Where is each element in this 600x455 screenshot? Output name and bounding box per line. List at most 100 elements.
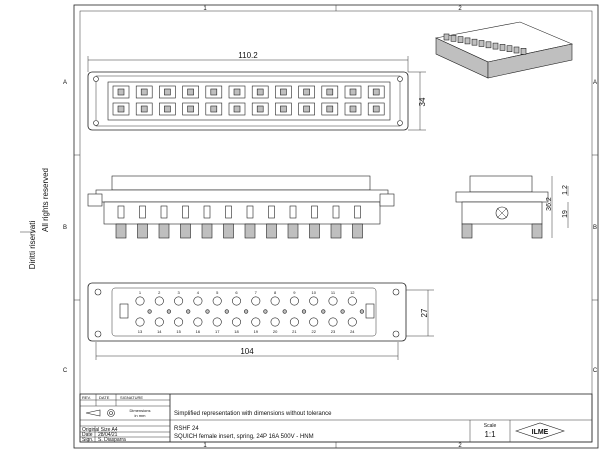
top-view-contact-grid bbox=[112, 85, 385, 116]
face-contact-top bbox=[212, 296, 222, 306]
row-label-a-right: A bbox=[593, 80, 597, 86]
row-label-c: C bbox=[63, 368, 68, 374]
dim-side-small: 1.2 bbox=[562, 185, 569, 195]
front-slot bbox=[311, 205, 318, 219]
face-contact-aux bbox=[263, 309, 268, 314]
face-contact-bottom bbox=[174, 317, 184, 327]
face-contact-aux bbox=[147, 309, 152, 314]
top-view-outline bbox=[87, 71, 409, 131]
face-contact-aux bbox=[186, 309, 191, 314]
front-pin bbox=[201, 223, 213, 239]
top-contact-spring bbox=[233, 88, 241, 96]
face-contact-bottom bbox=[193, 317, 203, 327]
contact-label: 8 bbox=[274, 290, 277, 295]
front-pin bbox=[223, 223, 234, 239]
face-contact-top bbox=[289, 296, 299, 306]
top-contact-spring bbox=[140, 88, 148, 96]
mounting-hole-tr bbox=[397, 76, 403, 82]
face-contact-bottom bbox=[232, 317, 242, 327]
iso-ridge bbox=[499, 44, 506, 51]
contact-label: 22 bbox=[311, 329, 316, 334]
top-contact-spring bbox=[303, 88, 310, 96]
front-slot bbox=[160, 205, 168, 219]
contact-label: 17 bbox=[215, 329, 220, 334]
sign-value: S. Diasparra bbox=[98, 437, 126, 443]
contact-label: 2 bbox=[158, 290, 161, 295]
front-slot bbox=[225, 205, 232, 219]
iso-ridge bbox=[450, 34, 457, 42]
front-slot bbox=[139, 205, 146, 219]
front-view-pins bbox=[115, 205, 363, 239]
contact-label: 10 bbox=[311, 290, 316, 295]
product-code: RSHF 24 bbox=[174, 426, 199, 432]
iso-ridge bbox=[513, 46, 520, 54]
contact-labels-top: 1 2 3 4 5 6 7 8 9 10 11 12 bbox=[139, 290, 355, 295]
scale-value: 1:1 bbox=[484, 430, 496, 439]
contact-label: 3 bbox=[177, 290, 180, 295]
face-contacts bbox=[119, 296, 375, 327]
contact-label: 9 bbox=[293, 290, 296, 295]
dim-side-height: 36.2 bbox=[546, 197, 553, 211]
top-contact-spring bbox=[140, 105, 148, 113]
top-contact-spring bbox=[117, 88, 125, 96]
face-contact-bottom bbox=[328, 317, 338, 327]
top-contact-spring bbox=[117, 105, 125, 113]
tolerance-note: Simplified representation with dimension… bbox=[174, 411, 332, 417]
ilme-logo-text: ILME bbox=[532, 429, 549, 436]
scale-label: Scale bbox=[484, 423, 497, 429]
contact-label: 20 bbox=[273, 329, 278, 334]
front-slot bbox=[182, 205, 189, 219]
col-label-2-bottom: 2 bbox=[458, 443, 462, 449]
front-pin bbox=[330, 223, 342, 239]
front-pin bbox=[137, 223, 148, 239]
contact-label: 16 bbox=[196, 329, 201, 334]
front-slot bbox=[203, 205, 211, 219]
col-label-1: 1 bbox=[203, 6, 207, 12]
top-contact-spring bbox=[233, 105, 241, 113]
front-pin bbox=[309, 223, 320, 239]
face-contact-aux bbox=[301, 309, 307, 314]
date-value: 28/04/21 bbox=[98, 432, 118, 438]
contact-label: 7 bbox=[255, 290, 258, 295]
original-size: Original Size A4 bbox=[82, 427, 118, 433]
top-contact-spring bbox=[210, 105, 218, 113]
row-label-b-right: B bbox=[593, 225, 597, 231]
mounting-hole-br bbox=[397, 120, 403, 126]
front-slot bbox=[354, 205, 361, 219]
face-contact-top bbox=[174, 296, 184, 306]
face-contact-bottom bbox=[154, 317, 164, 327]
col-label-1-bottom: 1 bbox=[203, 443, 207, 449]
front-slot bbox=[246, 205, 254, 219]
top-contact-spring bbox=[372, 88, 380, 96]
front-pin bbox=[287, 223, 299, 239]
top-contact-spring bbox=[326, 105, 334, 113]
top-contact-spring bbox=[372, 105, 380, 113]
contact-label: 21 bbox=[292, 329, 297, 334]
dimensions-label: Dimensions bbox=[130, 408, 151, 413]
face-contact-top bbox=[193, 296, 203, 306]
contact-label: 15 bbox=[176, 329, 181, 334]
face-contact-top bbox=[251, 296, 261, 306]
projection-symbol bbox=[85, 409, 101, 417]
sign-key: Sign. bbox=[82, 437, 93, 443]
iso-ridge bbox=[478, 40, 485, 47]
iso-ridge bbox=[506, 45, 513, 53]
face-contact-top bbox=[309, 296, 319, 306]
row-label-b: B bbox=[63, 225, 67, 231]
isometric-preview bbox=[435, 21, 573, 79]
face-contact-aux bbox=[166, 309, 171, 314]
product-description: SQUICH female insert, spring, 24P 16A 50… bbox=[174, 434, 314, 440]
face-contact-top bbox=[347, 296, 357, 306]
face-contact-aux bbox=[340, 309, 345, 314]
face-contact-bottom bbox=[289, 317, 299, 327]
date-key: Date bbox=[82, 432, 93, 438]
face-contact-bottom bbox=[212, 317, 222, 327]
front-pin bbox=[266, 223, 277, 239]
col-label-2: 2 bbox=[458, 6, 462, 12]
top-contact-spring bbox=[187, 105, 194, 113]
contact-label: 5 bbox=[216, 290, 219, 295]
rights-note-it: Diritti riservati bbox=[28, 221, 37, 270]
iso-ridge bbox=[457, 36, 464, 43]
